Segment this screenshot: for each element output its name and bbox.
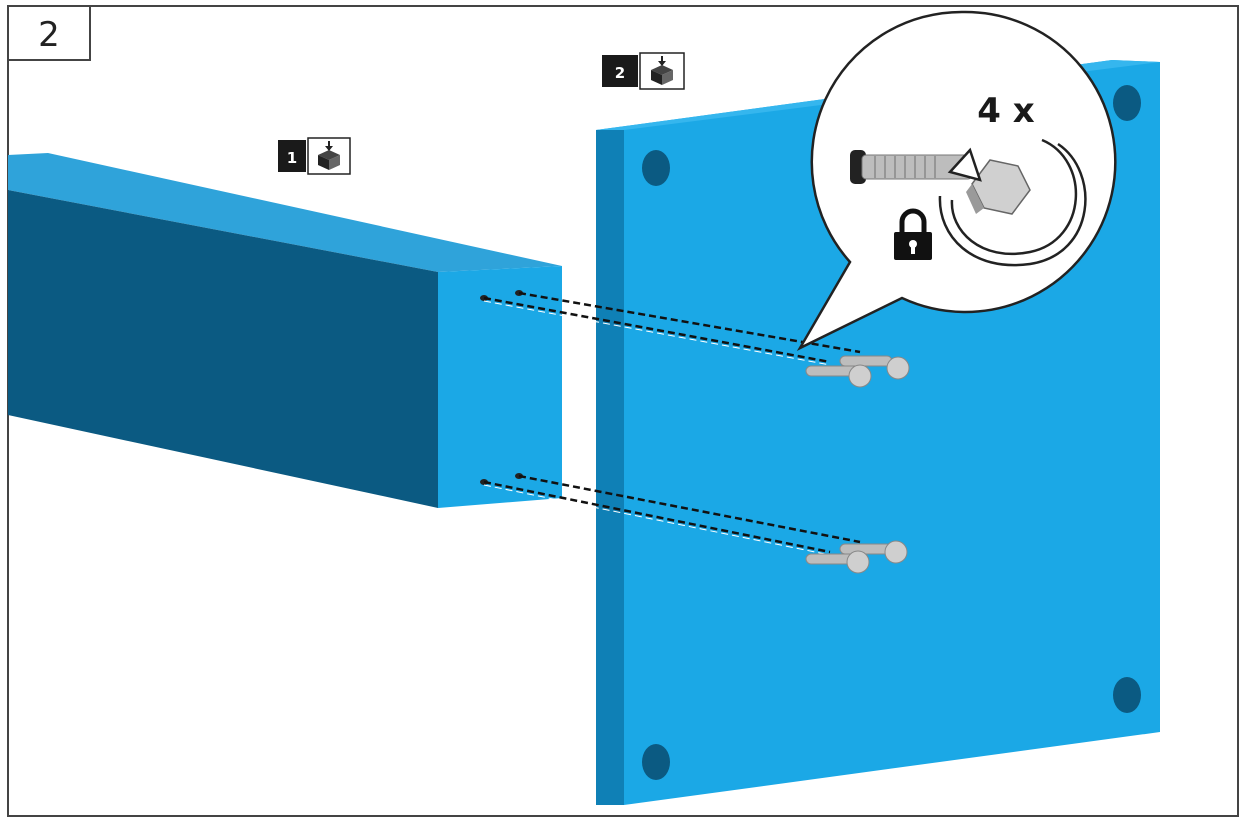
panel-hole (1113, 85, 1141, 121)
callout-bubble: 4 x (796, 10, 1117, 351)
bolt-icon (839, 355, 910, 380)
bolt-icon (839, 540, 908, 564)
panel-hole (1113, 677, 1141, 713)
panel-hole (642, 150, 670, 186)
part-number: 2 (615, 64, 625, 82)
parts-box-icon (307, 137, 351, 175)
lock-icon (894, 208, 932, 260)
part-badge-1: 1 (278, 137, 351, 175)
beam-top-face (8, 153, 562, 272)
part-number: 1 (287, 149, 297, 167)
part-badge-2: 2 (602, 52, 685, 90)
callout-quantity: 4 x (977, 91, 1034, 131)
beam-side-face (8, 190, 438, 508)
bolts-group (805, 355, 910, 574)
step-number: 2 (38, 15, 60, 55)
panel-hole (642, 744, 670, 780)
parts-box-icon (639, 52, 685, 90)
beam-end-face (438, 266, 562, 508)
rotate-arrow-icon (938, 138, 1087, 267)
step-number-box: 2 (7, 5, 91, 61)
bolt-icon (805, 364, 872, 388)
bolt-icon (850, 150, 1031, 215)
panel-edge (596, 130, 624, 805)
beam-part (8, 153, 562, 508)
bolt-icon (805, 550, 870, 574)
